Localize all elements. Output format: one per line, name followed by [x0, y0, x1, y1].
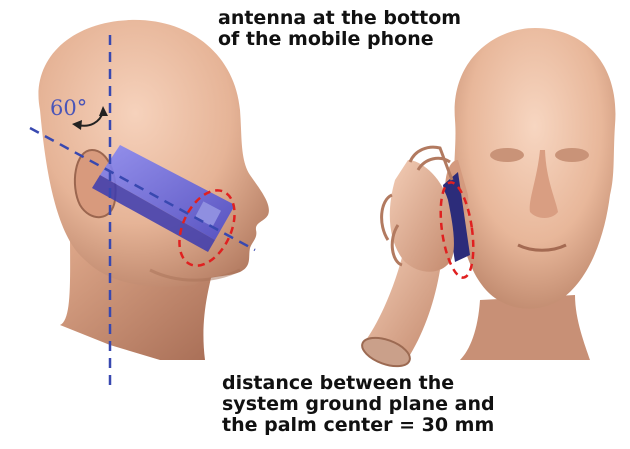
hand-holding-phone — [358, 147, 470, 372]
bottom-caption-line-3: the palm center = 30 mm — [222, 415, 495, 436]
right-right-eye — [555, 148, 589, 162]
top-caption-line-2: of the mobile phone — [218, 29, 461, 50]
bottom-caption-line-1: distance between the — [222, 373, 495, 394]
top-caption-line-1: antenna at the bottom — [218, 8, 461, 29]
bottom-caption: distance between the system ground plane… — [222, 373, 495, 436]
bottom-caption-line-2: system ground plane and — [222, 394, 495, 415]
top-caption: antenna at the bottom of the mobile phon… — [218, 8, 461, 50]
right-head-front — [445, 28, 615, 360]
right-head-shape — [454, 28, 615, 309]
right-left-eye — [490, 148, 524, 162]
hand-palm — [390, 160, 454, 272]
angle-label: 60° — [50, 96, 87, 120]
